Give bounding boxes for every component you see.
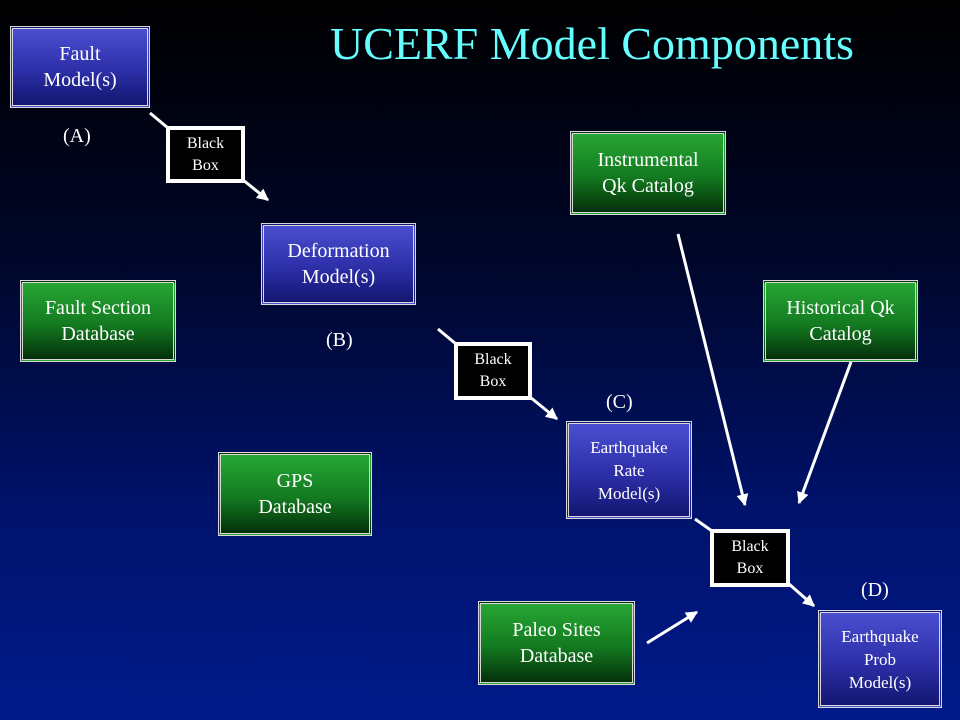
arrow-paleo-to-blackbox-c [646,610,699,645]
connector-deformation-to-blackbox-b [437,327,457,346]
label-a: (A) [63,125,91,147]
historical-catalog-label: Historical Qk Catalog [786,297,895,345]
black-box-c: Black Box [710,529,790,587]
eq-prob-models-box: Earthquake Prob Model(s) [818,610,942,708]
arrow-blackbox-b-to-eq-rate [529,395,558,421]
deformation-models-label: Deformation Model(s) [287,240,390,288]
connector-eq-rate-to-blackbox-c [694,517,713,533]
deformation-models-box: Deformation Model(s) [261,223,416,305]
instrumental-catalog-label: Instrumental Qk Catalog [597,149,699,197]
fault-section-db-box: Fault Section Database [20,280,176,362]
black-box-c-label: Black Box [731,538,769,577]
gps-db-box: GPS Database [218,452,372,536]
eq-prob-models-label: Earthquake Prob Model(s) [841,626,919,692]
black-box-a-label: Black Box [186,134,225,174]
instrumental-catalog-box: Instrumental Qk Catalog [570,131,726,215]
paleo-db-label: Paleo Sites Database [512,619,601,667]
eq-rate-models-box: Earthquake Rate Model(s) [566,421,692,519]
connector-fault-to-blackbox-a [149,111,169,130]
label-b: (B) [326,329,353,351]
label-c: (C) [606,391,633,413]
label-d: (D) [861,579,889,601]
arrow-historical-to-blackbox-c [797,361,853,505]
slide-title: UCERF Model Components [330,18,854,69]
paleo-db-box: Paleo Sites Database [478,601,635,685]
fault-section-db-label: Fault Section Database [44,297,152,345]
arrow-blackbox-c-to-eq-prob [788,582,815,608]
black-box-b: Black Box [454,342,532,400]
arrow-instrumental-to-blackbox-c [676,233,749,507]
eq-rate-models-label: Earthquake Rate Model(s) [590,437,668,503]
arrow-blackbox-a-to-deformation [242,178,269,202]
fault-models-box: Fault Model(s) [10,26,150,108]
gps-db-label: GPS Database [258,470,332,518]
historical-catalog-box: Historical Qk Catalog [763,280,918,362]
fault-models-label: Fault Model(s) [43,43,117,91]
black-box-a: Black Box [166,126,245,183]
black-box-b-label: Black Box [474,351,512,390]
